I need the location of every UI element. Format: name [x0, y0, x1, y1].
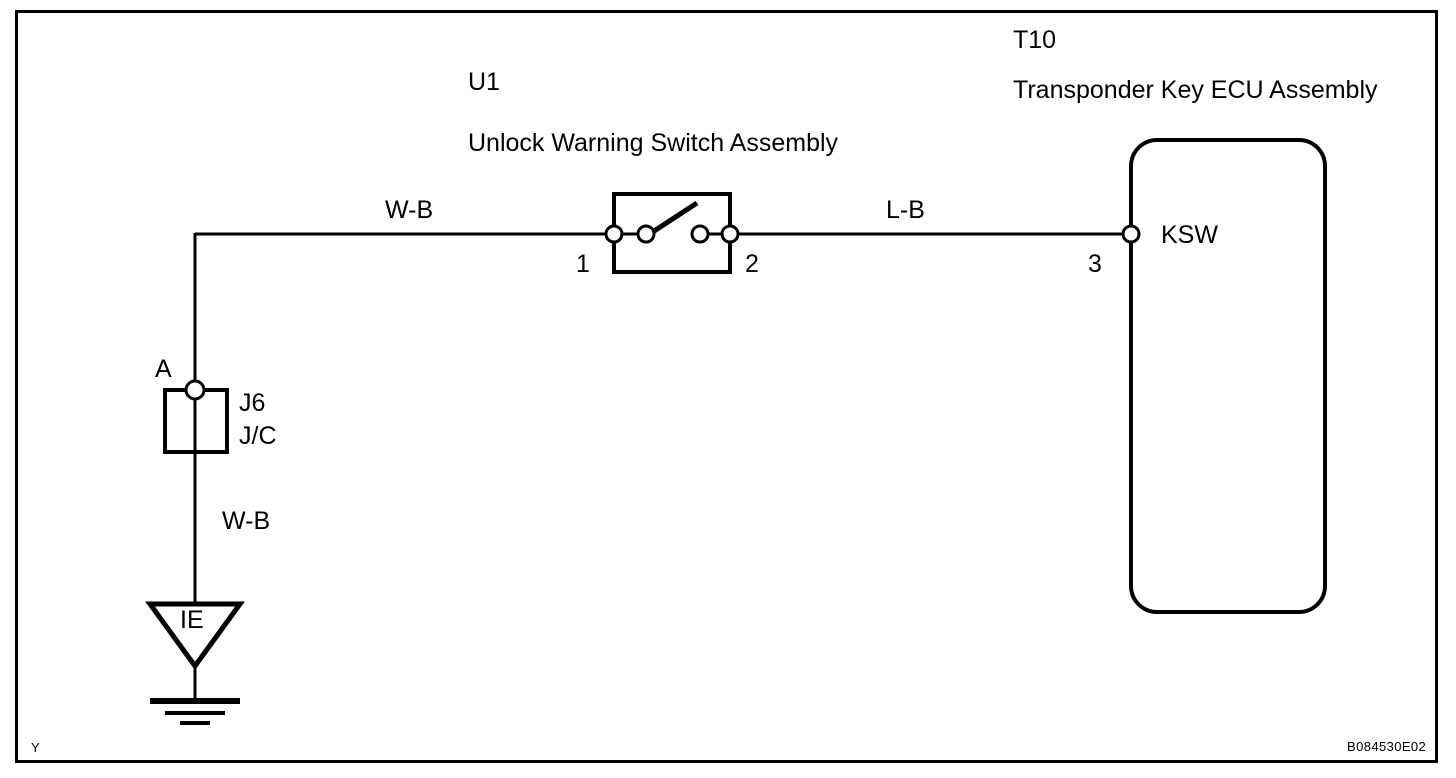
junction-node-label: A: [155, 355, 172, 383]
page-marker-label: Y: [31, 740, 40, 755]
ecu-code-label: T10: [1013, 26, 1057, 54]
switch-pin2-terminal-circle: [720, 224, 740, 244]
junction-code-label: J6: [239, 389, 266, 417]
switch-contact-right-circle: [690, 224, 710, 244]
switch-pin1-terminal-circle: [604, 224, 624, 244]
junction-type-label: J/C: [239, 422, 277, 450]
switch-code-label: U1: [468, 68, 500, 96]
diagram-border-frame: [15, 10, 1438, 763]
ground-triangle: [145, 601, 245, 671]
ecu-name-label: Transponder Key ECU Assembly: [1013, 76, 1378, 104]
switch-name-label: Unlock Warning Switch Assembly: [468, 129, 839, 157]
ecu-pin3-label: 3: [1088, 250, 1102, 278]
ground-label: IE: [180, 606, 204, 634]
switch-pin2-label: 2: [745, 250, 759, 278]
ecu-body-box: [1129, 138, 1327, 614]
switch-pin1-label: 1: [576, 250, 590, 278]
wire-label-left: W-B: [385, 196, 434, 224]
ecu-terminal-label: KSW: [1161, 221, 1218, 249]
wire-label-right: L-B: [886, 196, 925, 224]
drawing-code-label: B084530E02: [1347, 739, 1427, 754]
junction-node-circle: [184, 379, 206, 401]
ecu-pin3-terminal-circle: [1121, 224, 1141, 244]
switch-lever: [646, 200, 699, 238]
switch-contact-left-circle: [636, 224, 656, 244]
wire-label-ground: W-B: [222, 507, 271, 535]
